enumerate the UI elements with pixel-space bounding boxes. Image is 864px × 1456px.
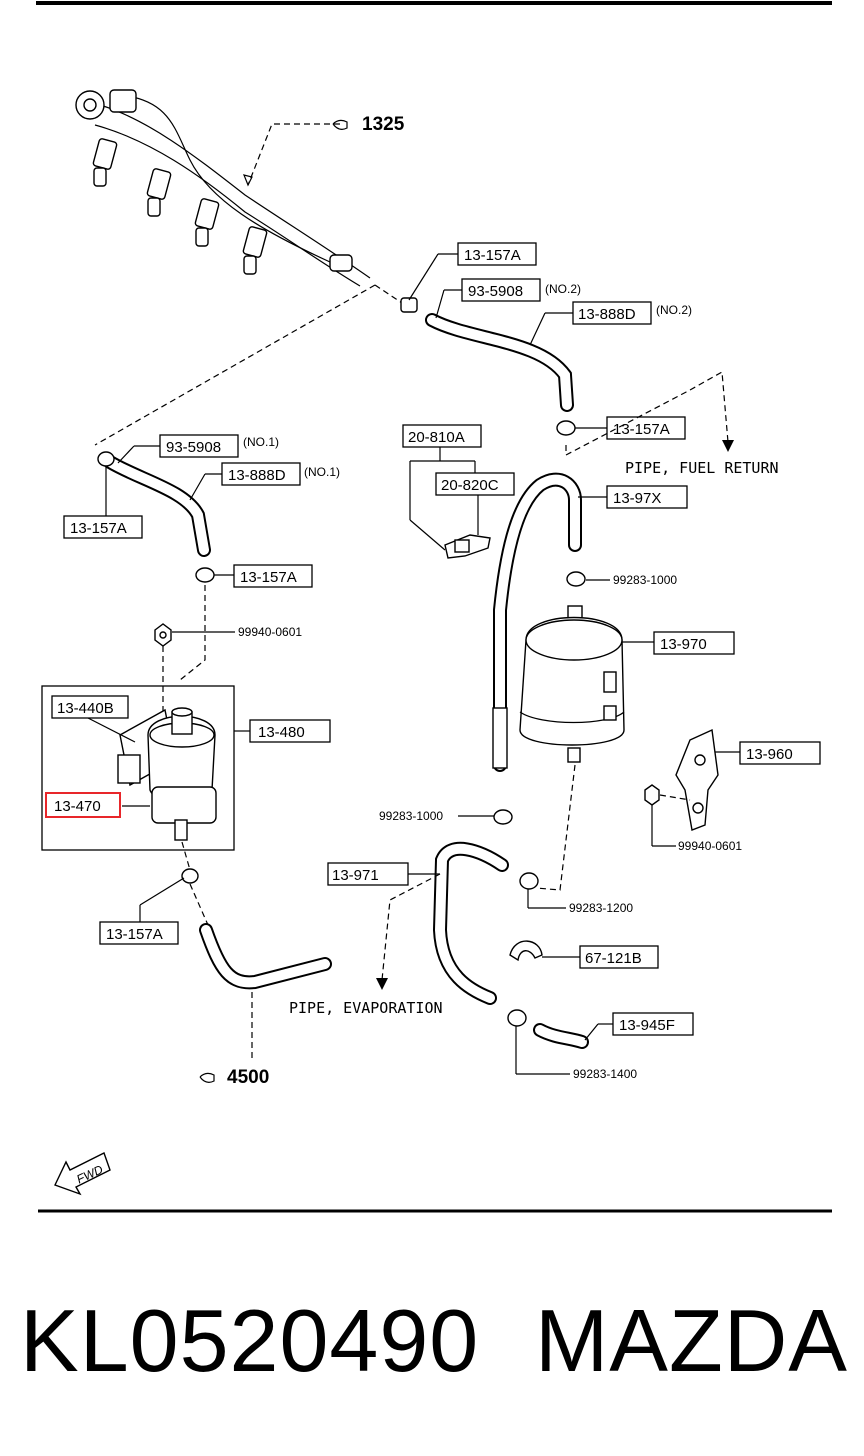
clip-13-157A-right [556, 420, 576, 436]
injector-1 [92, 138, 118, 187]
clip-13-157A-mid [195, 567, 215, 583]
fuel-filter-inset [41, 685, 235, 851]
clip-99283-1200 [519, 872, 539, 890]
label-99283-1200: 99283-1200 [569, 901, 633, 915]
label-pipe-fuel-return: PIPE, FUEL RETURN [625, 459, 779, 477]
label-93-5908-no1: 93-5908 [166, 439, 221, 456]
label-13-157A-bottom: 13-157A [106, 926, 163, 943]
label-13-440B: 13-440B [57, 700, 114, 717]
label-20-820C: 20-820C [441, 477, 499, 494]
hose-13-945F [533, 1023, 589, 1049]
pipe-13-971 [432, 841, 509, 1005]
label-20-810A: 20-810A [408, 429, 465, 446]
clip-13-157A-left [97, 451, 115, 467]
clip-13-157A-top [400, 297, 418, 313]
fuel-filter-assembly [117, 707, 217, 841]
label-99283-1400: 99283-1400 [573, 1067, 637, 1081]
label-no1-a: (NO.1) [243, 435, 279, 449]
return-hose-no2 [425, 313, 574, 412]
fuel-hose-no1 [103, 455, 211, 557]
label-13-888D-no1: 13-888D [228, 467, 286, 484]
label-99283-1000-top: 99283-1000 [613, 573, 677, 587]
clip-99283-1000-mid [493, 809, 513, 825]
highlight-13-470 [45, 792, 121, 818]
label-pipe-evaporation: PIPE, EVAPORATION [289, 999, 443, 1017]
brand-name: MAZDA [535, 1291, 848, 1390]
clip-99283-1400 [507, 1009, 527, 1027]
bracket-13-960 [675, 728, 719, 831]
pipe-13-97X [492, 472, 582, 772]
ref-1325: 1325 [362, 114, 405, 135]
label-13-157A-right: 13-157A [613, 421, 670, 438]
label-no2-a: (NO.2) [545, 282, 581, 296]
nut-99940-0601-right [644, 784, 660, 806]
fuel-rail-assembly [75, 89, 371, 287]
label-13-945F: 13-945F [619, 1017, 675, 1034]
label-13-960: 13-960 [746, 746, 793, 763]
canister-13-970 [519, 605, 625, 763]
part-number: KL0520490 [20, 1291, 480, 1390]
label-13-157A-top: 13-157A [464, 247, 521, 264]
label-13-971: 13-971 [332, 867, 379, 884]
label-99283-1000-mid: 99283-1000 [379, 809, 443, 823]
label-13-970: 13-970 [660, 636, 707, 653]
label-99940-0601-left: 99940-0601 [238, 625, 302, 639]
clip-67-121B [509, 940, 543, 962]
label-no1-b: (NO.1) [304, 465, 340, 479]
label-99940-0601-right: 99940-0601 [678, 839, 742, 853]
fuel-hose-lower [199, 923, 332, 990]
label-13-470: 13-470 [54, 798, 101, 815]
clip-99283-1000-top [566, 571, 586, 587]
label-67-121B: 67-121B [585, 950, 642, 967]
label-13-480: 13-480 [258, 724, 305, 741]
label-13-97X: 13-97X [613, 490, 661, 507]
injector-3 [194, 198, 220, 247]
label-93-5908-no2: 93-5908 [468, 283, 523, 300]
footer: KL0520490 MAZDA [0, 1290, 864, 1400]
clip-13-157A-bottom [181, 868, 199, 884]
ref-4500: 4500 [227, 1067, 269, 1088]
injector-2 [146, 168, 172, 217]
label-13-157A-mid: 13-157A [240, 569, 297, 586]
nut-99940-0601-left [154, 623, 172, 647]
injector-4 [242, 226, 268, 275]
label-no2-b: (NO.2) [656, 303, 692, 317]
label-13-888D-no2: 13-888D [578, 306, 636, 323]
bracket-clip [444, 534, 491, 559]
label-13-157A-left: 13-157A [70, 520, 127, 537]
fwd-arrow-icon: FWD [54, 1152, 111, 1196]
